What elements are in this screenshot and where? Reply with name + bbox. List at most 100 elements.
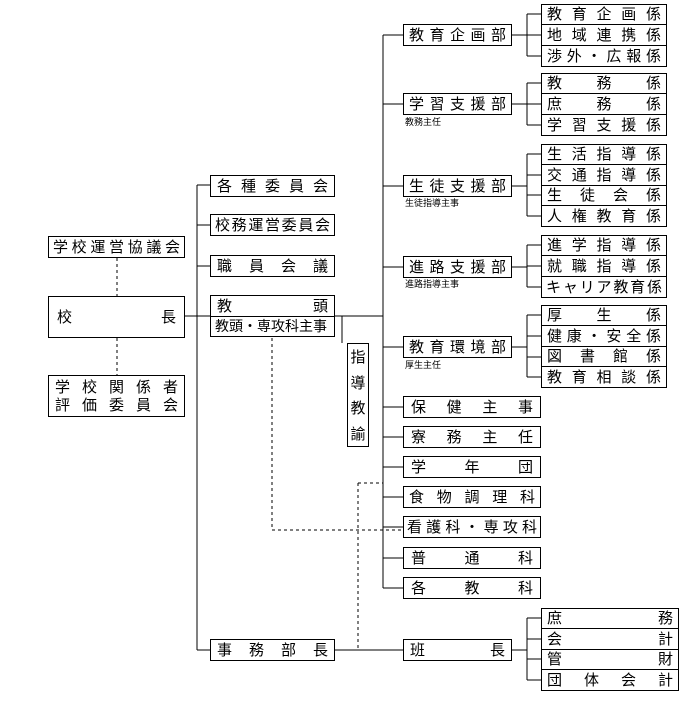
section-box: 教育企画係	[541, 4, 667, 25]
vice-principal-sub-label: 教頭・専攻科主事	[215, 319, 327, 336]
direct-report-box: 看護科・専攻科	[403, 516, 541, 538]
staff-meeting-label: 職員会議	[217, 256, 328, 275]
section-label: 厚生係	[547, 306, 661, 324]
school-council-box: 学校運営協議会	[48, 236, 185, 258]
section-label: キャリア教育係	[546, 277, 662, 296]
section-label: 地域連携係	[547, 25, 661, 44]
department-sub-label: 生徒指導主事	[405, 199, 460, 209]
section-label: 進学指導係	[547, 236, 661, 254]
vice-principal-label-a: 教	[217, 297, 233, 316]
vice-principal-box: 教 頭 教頭・専攻科主事	[210, 295, 335, 337]
group-leader-label-b: 長	[489, 640, 505, 659]
section-label: 団体会計	[547, 670, 673, 689]
section-label: 教務係	[547, 74, 661, 92]
department-label: 生徒支援部	[409, 176, 506, 195]
admin-head-label: 事務部長	[217, 640, 328, 659]
section-label: 庶務係	[547, 94, 661, 113]
section-label: 生徒会係	[547, 186, 661, 204]
direct-report-box: 食物調理科	[403, 486, 541, 508]
department-box: 進路支援部	[403, 256, 512, 278]
guidance-teacher-box: 指 導 教 諭	[347, 343, 369, 447]
section-box: 地域連携係	[541, 24, 667, 46]
section-label: 学習支援係	[547, 115, 661, 134]
committees-label: 各種委員会	[217, 176, 328, 195]
direct-report-label: 普通科	[411, 548, 533, 567]
section-label: 教育相談係	[547, 367, 661, 386]
staff-meeting-box: 職員会議	[210, 255, 335, 277]
direct-report-label: 学年団	[411, 457, 533, 476]
vice-principal-sub-row: 教頭・専攻科主事	[211, 315, 334, 337]
department-sub-label: 進路指導主事	[405, 280, 460, 290]
department-box: 学習支援部	[403, 93, 512, 115]
vice-principal-row: 教 頭	[211, 296, 334, 316]
group-leader-label-a: 班	[410, 640, 426, 659]
direct-report-label: 食物調理科	[409, 487, 535, 506]
management-committee-box: 校務運営委員会	[210, 214, 335, 236]
department-box: 教育環境部	[403, 336, 512, 358]
direct-report-box: 保健主事	[403, 396, 541, 418]
section-box: 教務係	[541, 73, 667, 94]
section-box: 人権教育係	[541, 205, 667, 227]
principal-box: 校 長	[48, 296, 185, 338]
section-label: 会計	[547, 629, 673, 648]
section-box: 交通指導係	[541, 164, 667, 186]
guidance-char-2: 導	[350, 373, 366, 392]
department-box: 生徒支援部	[403, 175, 512, 197]
management-committee-label: 校務運営委員会	[215, 215, 330, 234]
section-label: 人権教育係	[547, 206, 661, 225]
school-council-label: 学校運営協議会	[53, 237, 180, 256]
section-box: 庶務	[541, 608, 679, 629]
evaluation-line-1: 学校関係者	[55, 377, 178, 396]
direct-report-label: 各教科	[411, 578, 533, 597]
department-sub-label: 厚生主任	[405, 361, 442, 371]
section-box: 庶務係	[541, 93, 667, 115]
direct-report-box: 普通科	[403, 547, 541, 569]
section-box: 渉外・広報係	[541, 45, 667, 67]
direct-report-box: 学年団	[403, 456, 541, 478]
section-label: 交通指導係	[547, 165, 661, 184]
evaluation-line-2: 評価委員会	[55, 395, 178, 414]
admin-head-box: 事務部長	[210, 639, 335, 661]
section-label: 渉外・広報係	[547, 46, 661, 65]
section-label: 健康・安全係	[547, 326, 661, 345]
department-label: 教育企画部	[409, 25, 506, 44]
section-box: 管財	[541, 649, 679, 670]
section-box: 就職指導係	[541, 255, 667, 277]
section-box: 生活指導係	[541, 144, 667, 165]
section-box: 教育相談係	[541, 366, 667, 388]
direct-report-label: 保健主事	[411, 397, 533, 416]
committees-box: 各種委員会	[210, 175, 335, 197]
section-label: 就職指導係	[547, 256, 661, 275]
direct-report-label: 寮務主任	[411, 427, 533, 446]
department-label: 学習支援部	[409, 94, 506, 113]
principal-label-a: 校	[57, 307, 73, 326]
section-box: 図書館係	[541, 346, 667, 367]
department-label: 教育環境部	[409, 337, 506, 356]
guidance-char-3: 教	[350, 399, 366, 418]
principal-label-b: 長	[160, 307, 176, 326]
department-label: 進路支援部	[409, 257, 506, 276]
section-box: 学習支援係	[541, 114, 667, 136]
section-box: 会計	[541, 628, 679, 650]
section-label: 庶務	[547, 609, 673, 627]
direct-report-label: 看護科・専攻科	[407, 517, 537, 536]
direct-report-box: 各教科	[403, 577, 541, 599]
section-label: 管財	[547, 650, 673, 668]
vice-principal-label-b: 頭	[312, 297, 328, 316]
section-box: 団体会計	[541, 669, 679, 691]
department-box: 教育企画部	[403, 24, 512, 46]
section-box: 生徒会係	[541, 185, 667, 206]
section-box: 進学指導係	[541, 235, 667, 256]
section-box: 厚生係	[541, 305, 667, 326]
guidance-char-1: 指	[350, 348, 366, 367]
section-box: キャリア教育係	[541, 276, 667, 298]
direct-report-box: 寮務主任	[403, 426, 541, 448]
section-label: 生活指導係	[547, 145, 661, 163]
section-label: 図書館係	[547, 347, 661, 365]
section-label: 教育企画係	[547, 5, 661, 23]
group-leader-box: 班 長	[403, 639, 512, 661]
department-sub-label: 教務主任	[405, 118, 442, 128]
evaluation-committee-box: 学校関係者 評価委員会	[48, 375, 185, 417]
section-box: 健康・安全係	[541, 325, 667, 347]
